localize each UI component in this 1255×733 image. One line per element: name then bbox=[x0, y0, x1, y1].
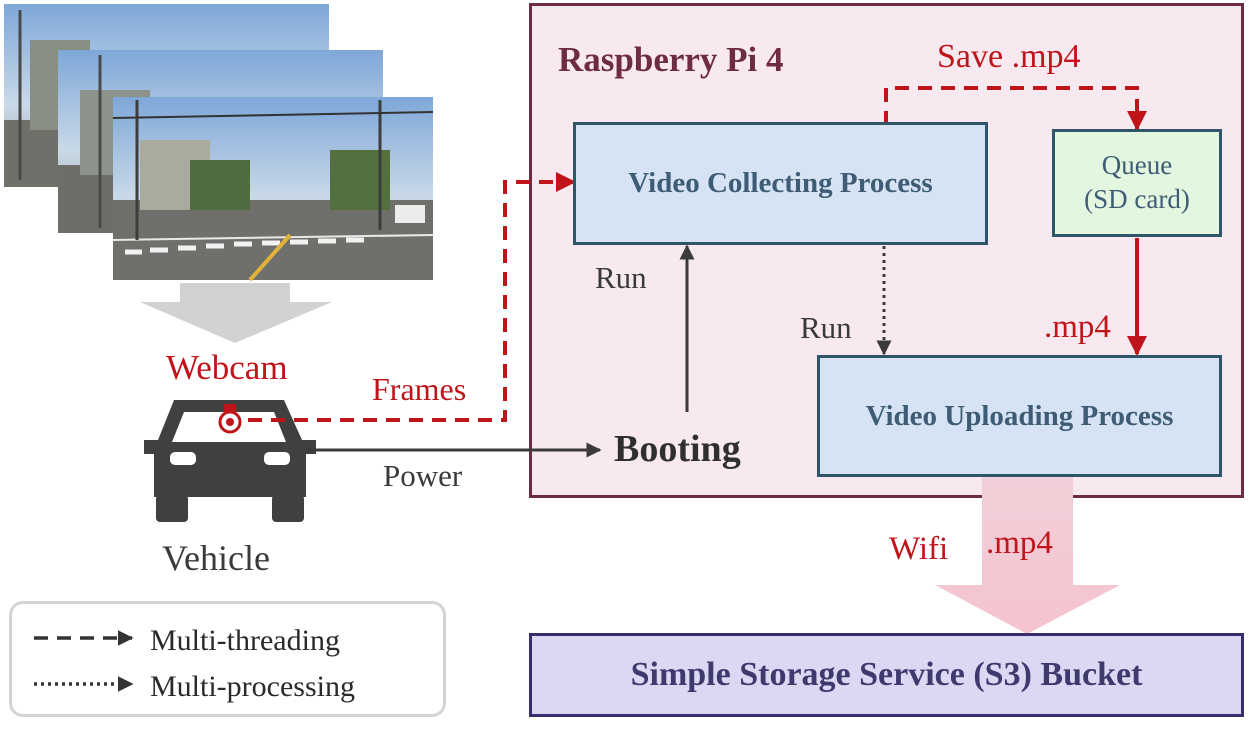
save-mp4-label: Save .mp4 bbox=[937, 38, 1081, 75]
save-mp4-arrow bbox=[884, 86, 1147, 131]
booting-label: Booting bbox=[614, 428, 741, 470]
power-label: Power bbox=[383, 458, 463, 493]
frames-label: Frames bbox=[372, 371, 467, 407]
legend-item-multithreading: Multi-threading bbox=[12, 618, 443, 658]
vehicle-label: Vehicle bbox=[162, 538, 270, 578]
video-uploading-process: Video Uploading Process bbox=[817, 355, 1222, 477]
street-photo-front bbox=[112, 97, 434, 282]
down-arrow bbox=[140, 283, 332, 343]
webcam-label: Webcam bbox=[166, 348, 288, 387]
queue-sublabel: (SD card) bbox=[1084, 184, 1190, 214]
legend-label: Multi-threading bbox=[150, 624, 340, 657]
dotted-line-icon bbox=[34, 676, 134, 692]
legend-label: Multi-processing bbox=[150, 670, 355, 703]
legend: Multi-threading Multi-processing bbox=[9, 601, 446, 717]
legend-item-multiprocessing: Multi-processing bbox=[12, 664, 443, 704]
wifi-arrow bbox=[935, 477, 1120, 634]
run-label-right: Run bbox=[800, 310, 852, 345]
s3-bucket: Simple Storage Service (S3) Bucket bbox=[529, 633, 1244, 717]
dashed-line-icon bbox=[34, 630, 134, 646]
mp4-s3-label: .mp4 bbox=[986, 525, 1053, 561]
frames-arrow bbox=[248, 172, 576, 422]
street-photo-stack bbox=[4, 4, 434, 282]
mp4-queue-label: .mp4 bbox=[1044, 309, 1111, 345]
queue-label: Queue bbox=[1101, 150, 1173, 181]
queue-sd-card: Queue (SD card) bbox=[1052, 129, 1222, 237]
video-collecting-process: Video Collecting Process bbox=[573, 122, 988, 245]
run-label-left: Run bbox=[595, 260, 647, 295]
wifi-label: Wifi bbox=[889, 531, 949, 567]
webcam-icon bbox=[218, 404, 242, 434]
raspberry-pi-title: Raspberry Pi 4 bbox=[558, 40, 784, 79]
